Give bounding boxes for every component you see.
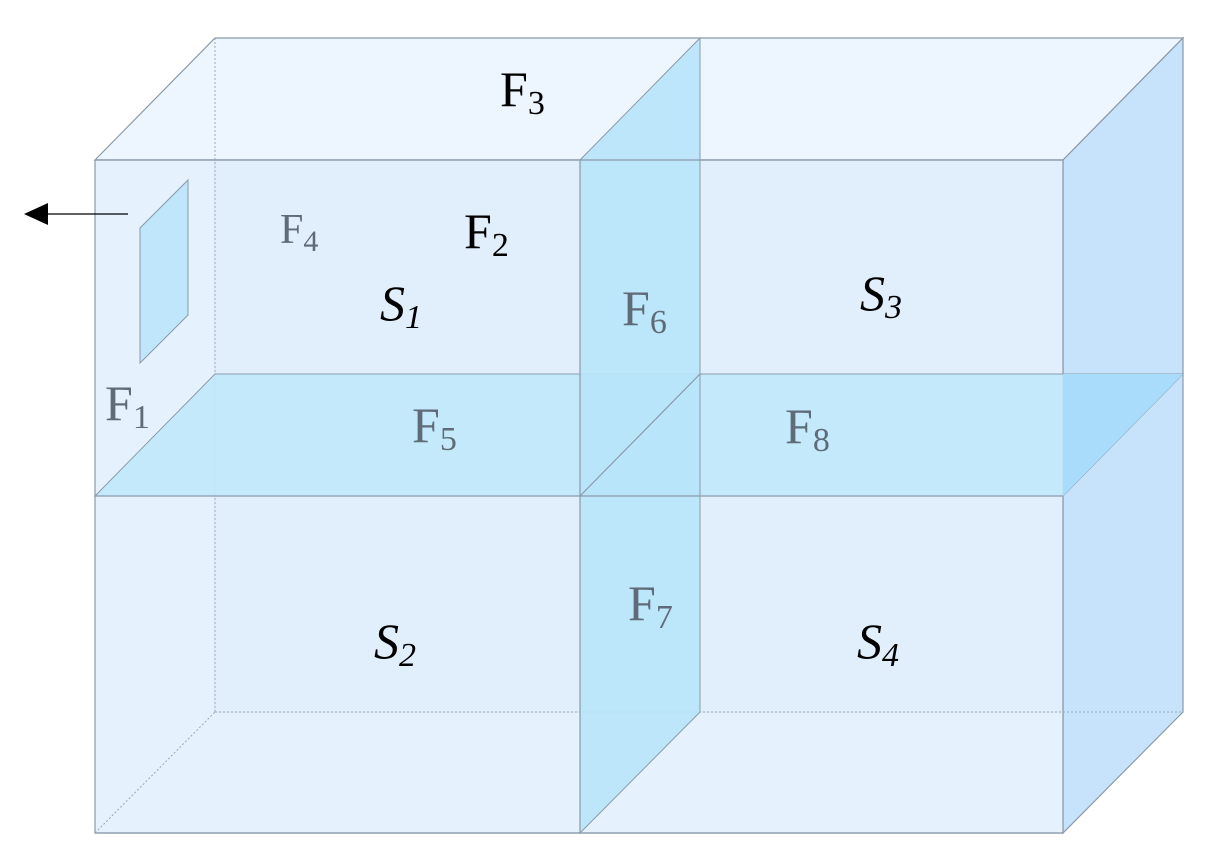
label-f3: F3 [500, 61, 545, 122]
opening-f1 [139, 178, 189, 365]
label-s2: S2 [374, 613, 416, 674]
label-f2: F2 [464, 203, 509, 264]
label-s4: S4 [857, 613, 899, 674]
label-f8: F8 [785, 398, 830, 459]
label-s3: S3 [860, 265, 902, 326]
arrow-head-icon [24, 203, 48, 225]
label-f6: F6 [622, 280, 667, 341]
label-f5: F5 [412, 397, 457, 458]
label-f4: F4 [280, 207, 318, 258]
front-edges [95, 159, 1063, 834]
label-f7: F7 [628, 575, 673, 636]
label-s1: S1 [380, 275, 422, 336]
horizontal-partition-right-wedge [1063, 374, 1183, 496]
outflow-arrow [24, 203, 128, 225]
label-f1: F1 [105, 375, 150, 436]
